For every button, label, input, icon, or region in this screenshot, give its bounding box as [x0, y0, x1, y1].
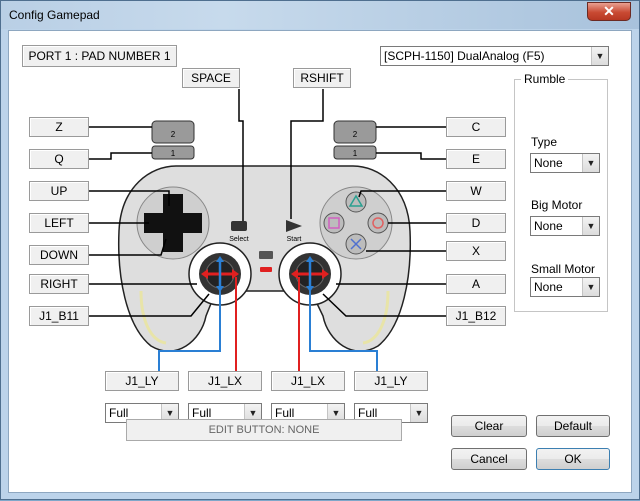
chevron-down-icon[interactable]: ▼ [582, 154, 599, 172]
right-stick-x-label[interactable]: J1_LX [271, 371, 345, 391]
default-button[interactable]: Default [536, 415, 610, 437]
right-stick-y-label[interactable]: J1_LY [354, 371, 428, 391]
cancel-button[interactable]: Cancel [451, 448, 527, 470]
l1-key-label[interactable]: Q [29, 149, 89, 169]
dpad-up-key-label[interactable]: UP [29, 181, 89, 201]
mode-value: Full [358, 406, 378, 420]
l2-button: 2 [151, 120, 195, 144]
r3-key-label[interactable]: J1_B12 [446, 306, 506, 326]
big-motor-select[interactable]: None ▼ [530, 216, 600, 236]
left-stick-x-mode-select[interactable]: Full ▼ [188, 403, 262, 423]
select-button [231, 221, 247, 231]
analog-button [259, 251, 273, 259]
close-icon: ✕ [603, 3, 615, 19]
big-motor-label: Big Motor [531, 198, 583, 212]
rumble-type-label: Type [531, 135, 558, 149]
dpad-down-key-label[interactable]: DOWN [29, 245, 89, 265]
controller-type-select[interactable]: [SCPH-1150] DualAnalog (F5) ▼ [380, 46, 609, 66]
r2-key-label[interactable]: C [446, 117, 506, 137]
cross-key-label[interactable]: X [446, 241, 506, 261]
ok-button[interactable]: OK [536, 448, 610, 470]
dpad-left-key-label[interactable]: LEFT [29, 213, 89, 233]
right-connectors [322, 126, 446, 317]
l2-text: 2 [171, 130, 176, 139]
controller-type-value: [SCPH-1150] DualAnalog (F5) [384, 49, 545, 63]
chevron-down-icon[interactable]: ▼ [591, 47, 608, 65]
l2-key-label[interactable]: Z [29, 117, 89, 137]
left-stick-x-label[interactable]: J1_LX [188, 371, 262, 391]
chevron-down-icon[interactable]: ▼ [327, 404, 344, 422]
dpad-right-key-label[interactable]: RIGHT [29, 274, 89, 294]
r2-text: 2 [353, 130, 358, 139]
start-button [286, 220, 302, 232]
left-connectors [89, 126, 210, 317]
mode-value: Full [192, 406, 212, 420]
clear-button[interactable]: Clear [451, 415, 527, 437]
small-motor-value: None [534, 280, 563, 294]
square-key-label[interactable]: A [446, 274, 506, 294]
chevron-down-icon[interactable]: ▼ [161, 404, 178, 422]
mode-value: Full [275, 406, 295, 420]
select-key-label[interactable]: SPACE [182, 68, 240, 88]
edit-button-status: EDIT BUTTON: NONE [126, 419, 402, 441]
y-axis-connectors [158, 289, 378, 371]
rumble-type-select[interactable]: None ▼ [530, 153, 600, 173]
small-motor-label: Small Motor [531, 262, 596, 276]
face-buttons [319, 186, 393, 260]
big-motor-value: None [534, 219, 563, 233]
rumble-type-value: None [534, 156, 563, 170]
start-text: Start [287, 236, 302, 243]
dpad [136, 186, 210, 260]
l3-key-label[interactable]: J1_B11 [29, 306, 89, 326]
select-text: Select [229, 236, 249, 243]
right-stick-x-mode-select[interactable]: Full ▼ [271, 403, 345, 423]
r2-button: 2 [333, 120, 377, 144]
l1-text: 1 [171, 149, 176, 158]
x-axis-connectors [235, 277, 300, 371]
title-bar[interactable]: Config Gamepad ✕ [1, 1, 639, 29]
left-stick-y-mode-select[interactable]: Full ▼ [105, 403, 179, 423]
port-label: PORT 1 : PAD NUMBER 1 [22, 45, 177, 67]
analog-led [260, 267, 272, 272]
chevron-down-icon[interactable]: ▼ [582, 217, 599, 235]
mode-value: Full [109, 406, 129, 420]
r1-key-label[interactable]: E [446, 149, 506, 169]
window-title: Config Gamepad [9, 8, 100, 22]
left-stick-y-label[interactable]: J1_LY [105, 371, 179, 391]
circle-key-label[interactable]: D [446, 213, 506, 233]
l1-button: 1 [151, 145, 195, 160]
start-key-label[interactable]: RSHIFT [293, 68, 351, 88]
r1-text: 1 [353, 149, 358, 158]
chevron-down-icon[interactable]: ▼ [244, 404, 261, 422]
close-button[interactable]: ✕ [587, 2, 631, 21]
top-connectors [238, 89, 324, 221]
small-motor-select[interactable]: None ▼ [530, 277, 600, 297]
chevron-down-icon[interactable]: ▼ [582, 278, 599, 296]
triangle-key-label[interactable]: W [446, 181, 506, 201]
rumble-group-title: Rumble [521, 72, 569, 86]
r1-button: 1 [333, 145, 377, 160]
chevron-down-icon[interactable]: ▼ [410, 404, 427, 422]
